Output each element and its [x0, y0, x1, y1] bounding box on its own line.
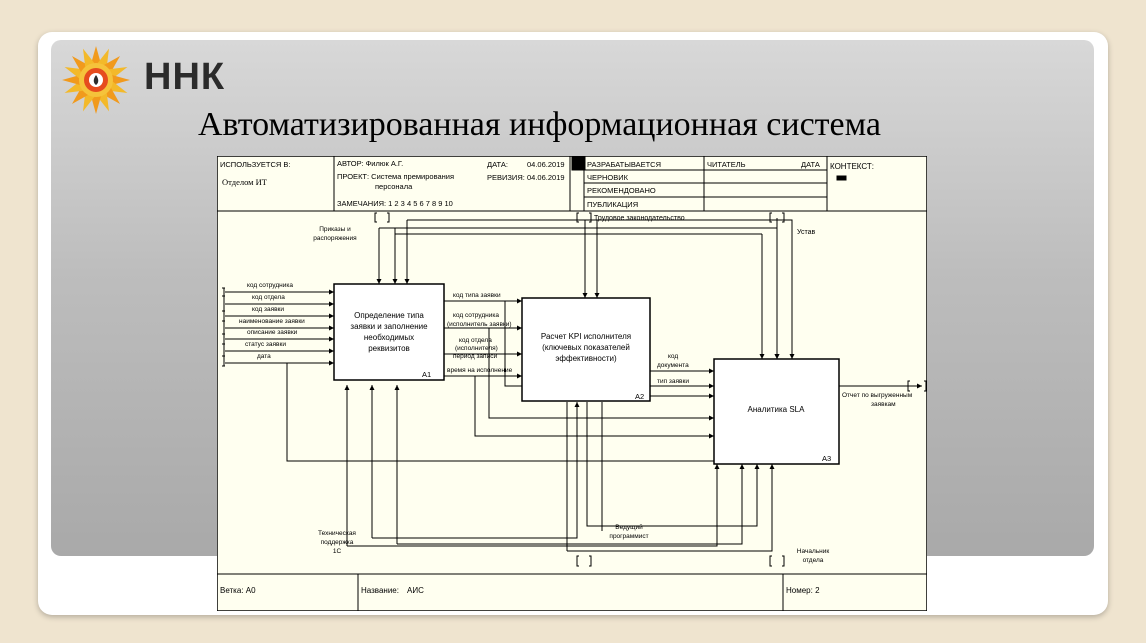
reader-label: ЧИТАТЕЛЬ: [707, 160, 746, 169]
sun-logo-icon: [62, 46, 130, 114]
a1-output-label: код типа заявки: [453, 292, 501, 299]
block-a2[interactable]: Расчет KPI исполнителя (ключевых показат…: [521, 297, 651, 402]
project-line2: персонала: [375, 182, 413, 191]
input-labels: код сотрудника код отдела код заявки наи…: [239, 282, 305, 360]
a2-output-labels: код документа тип заявки: [657, 353, 689, 385]
block-a2-label-1: Расчет KPI исполнителя: [541, 332, 631, 341]
footer-node: Ветка: А0: [220, 586, 256, 595]
mech-support-2: поддержка: [321, 539, 354, 546]
block-a1-label-1: Определение типа: [354, 311, 424, 320]
date-label: ДАТА:: [487, 160, 508, 169]
a1-output-label: код сотрудника: [453, 312, 499, 319]
footer-title-label: Название:: [361, 586, 399, 595]
block-a1-label-3: необходимых: [364, 333, 414, 342]
block-a3[interactable]: Аналитика SLA A3: [713, 358, 840, 465]
block-a1[interactable]: Определение типа заявки и заполнение нео…: [333, 283, 445, 381]
block-a1-label-4: реквизитов: [368, 344, 410, 353]
input-label: код заявки: [252, 306, 284, 313]
input-label: код отдела: [252, 294, 285, 301]
input-label: код сотрудника: [247, 282, 293, 289]
mech-support-1: Техническая: [318, 530, 356, 537]
a1-output-label: период записи: [453, 353, 497, 360]
slide-title: Автоматизированная информационная систем…: [198, 106, 882, 143]
notes-text: ЗАМЕЧАНИЯ: 1 2 3 4 5 6 7 8 9 10: [337, 199, 453, 208]
idef0-diagram: ИСПОЛЬЗУЕТСЯ В: Отделом ИТ АВТОР: Филюк …: [217, 156, 927, 611]
output-label-1: Отчет по выгруженным: [842, 392, 913, 399]
input-label: наименование заявки: [239, 318, 305, 325]
a2-output-label: код: [668, 353, 678, 360]
block-a2-label-3: эффективности): [555, 354, 617, 363]
tunnel-brackets: [222, 212, 927, 567]
project-line1: ПРОЕКТ: Система премирования: [337, 172, 454, 181]
mech-head-1: Начальник: [797, 548, 830, 555]
control-charter: Устав: [797, 229, 815, 236]
footer-title-value: АИС: [407, 586, 424, 595]
a2-output-label: документа: [657, 362, 689, 369]
mech-lead-1: Ведущий: [615, 523, 643, 531]
status-developing: РАЗРАБАТЫВАЕТСЯ: [587, 160, 661, 169]
status-recommended: РЕКОМЕНДОВАНО: [587, 186, 656, 195]
control-orders-2: распоряжения: [313, 235, 357, 242]
block-a1-id: A1: [422, 370, 431, 379]
mech-head-2: отдела: [803, 557, 824, 564]
input-label: статус заявки: [245, 341, 286, 348]
status-publication: ПУБЛИКАЦИЯ: [587, 200, 638, 209]
brand-name: ННК: [144, 56, 226, 98]
used-at-value: Отделом ИТ: [222, 177, 268, 187]
block-a1-label-2: заявки и заполнение: [350, 322, 428, 331]
a1-output-label: код отдела: [459, 337, 492, 344]
output-label-2: заявкам: [871, 401, 896, 408]
block-a2-label-2: (ключевых показателей: [542, 343, 630, 352]
a2-output-label: тип заявки: [657, 378, 689, 385]
revision-value: 04.06.2019: [527, 173, 565, 182]
block-a3-id: A3: [822, 454, 831, 463]
mech-support-3: 1С: [333, 548, 342, 555]
reader-date-label: ДАТА: [801, 160, 820, 169]
context-label: КОНТЕКСТ:: [830, 162, 874, 171]
input-label: описание заявки: [247, 329, 298, 336]
footer-number: Номер: 2: [786, 586, 820, 595]
idef0-header: [217, 156, 927, 212]
a1-output-label: (исполнителя): [455, 345, 498, 352]
control-orders-1: Приказы и: [319, 226, 351, 233]
connector-lines: [225, 218, 922, 552]
date-value: 04.06.2019: [527, 160, 565, 169]
block-a2-id: A2: [635, 392, 644, 401]
status-draft: ЧЕРНОВИК: [587, 173, 629, 182]
idef0-footer: [217, 573, 927, 611]
block-a3-label: Аналитика SLA: [748, 405, 806, 414]
control-labor-law: Трудовое законодательство: [594, 215, 685, 222]
mech-lead-2: программист: [609, 533, 648, 540]
a1-output-label: (исполнитель заявки): [447, 321, 512, 328]
a1-output-labels: код типа заявки код сотрудника (исполнит…: [447, 292, 513, 374]
used-at-label: ИСПОЛЬЗУЕТСЯ В:: [220, 160, 291, 169]
revision-label: РЕВИЗИЯ:: [487, 173, 525, 182]
a1-output-label: время на исполнение: [447, 367, 513, 374]
input-label: дата: [257, 353, 271, 360]
author-text: АВТОР: Филюк А.Г.: [337, 159, 403, 168]
